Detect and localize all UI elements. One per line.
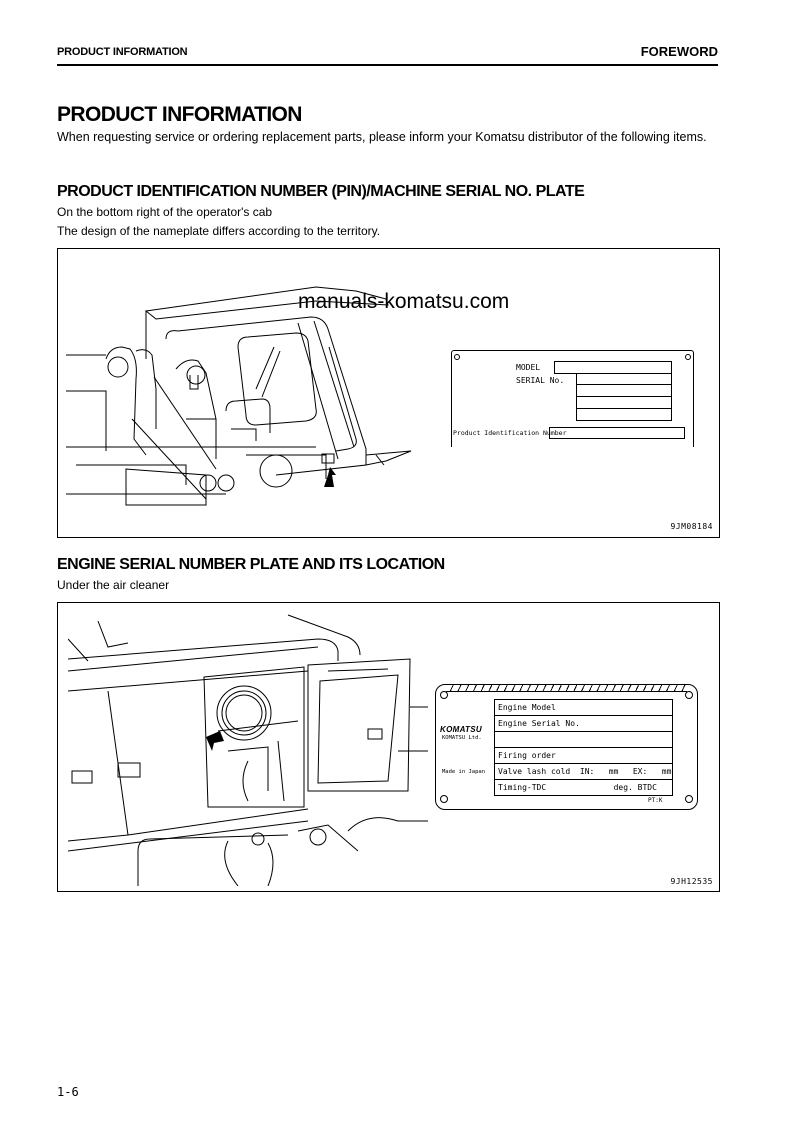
intro-paragraph: When requesting service or ordering repl… [57,130,707,144]
plate-row: Engine Model [495,700,672,716]
pin-figure: manuals-komatsu.com MODEL SERIAL No. Pro… [57,248,720,538]
running-header-chapter: FOREWORD [640,44,718,59]
rivet-icon [454,354,460,360]
plate-serial-field [576,373,672,421]
header-rule [57,64,718,66]
plate-footnote: PT:K [648,797,663,804]
page-number: 1-6 [57,1085,79,1099]
rivet-icon [440,691,448,699]
watermark-text: manuals-komatsu.com [298,290,510,313]
plate-pin-field [549,427,685,439]
plate-row: Engine Serial No. [495,716,672,732]
machine-cab-illustration [66,286,412,506]
rivet-icon [685,795,693,803]
rivet-icon [685,691,693,699]
page-title: PRODUCT INFORMATION [57,103,302,126]
machine-serial-plate: MODEL SERIAL No. Product Identification … [451,350,694,447]
komatsu-logo: KOMATSU [440,725,482,734]
pin-location-text: On the bottom right of the operator's ca… [57,205,273,219]
engine-serial-plate: KOMATSU KOMATSU Ltd. Made in Japan Engin… [435,684,698,810]
pin-territory-note: The design of the nameplate differs acco… [57,224,381,238]
plate-row [495,732,672,748]
running-header-section: PRODUCT INFORMATION [57,46,188,58]
plate-row: Valve lash cold IN: mm EX: mm [495,764,672,780]
plate-model-label: MODEL [516,363,541,372]
plate-serial-label: SERIAL No. [516,376,565,385]
section-heading-engine: ENGINE SERIAL NUMBER PLATE AND ITS LOCAT… [57,556,445,573]
engine-location-text: Under the air cleaner [57,578,170,592]
engine-figure: KOMATSU KOMATSU Ltd. Made in Japan Engin… [57,602,720,892]
rivet-icon [440,795,448,803]
plate-model-field [554,361,672,374]
section-heading-pin: PRODUCT IDENTIFICATION NUMBER (PIN)/MACH… [57,183,585,200]
plate-row: Firing order [495,748,672,764]
plate-origin: Made in Japan [442,769,486,775]
rivet-icon [685,354,691,360]
plate-hatch [446,685,687,692]
plate-table: Engine Model Engine Serial No. Firing or… [494,699,673,796]
engine-compartment-illustration [68,614,428,886]
plate-pin-label: Product Identification Number [453,429,567,437]
figure-code: 9JH12535 [670,877,713,886]
figure-code: 9JM08184 [670,522,713,531]
plate-row: Timing-TDC deg. BTDC [498,783,657,792]
plate-company: KOMATSU Ltd. [442,735,482,741]
